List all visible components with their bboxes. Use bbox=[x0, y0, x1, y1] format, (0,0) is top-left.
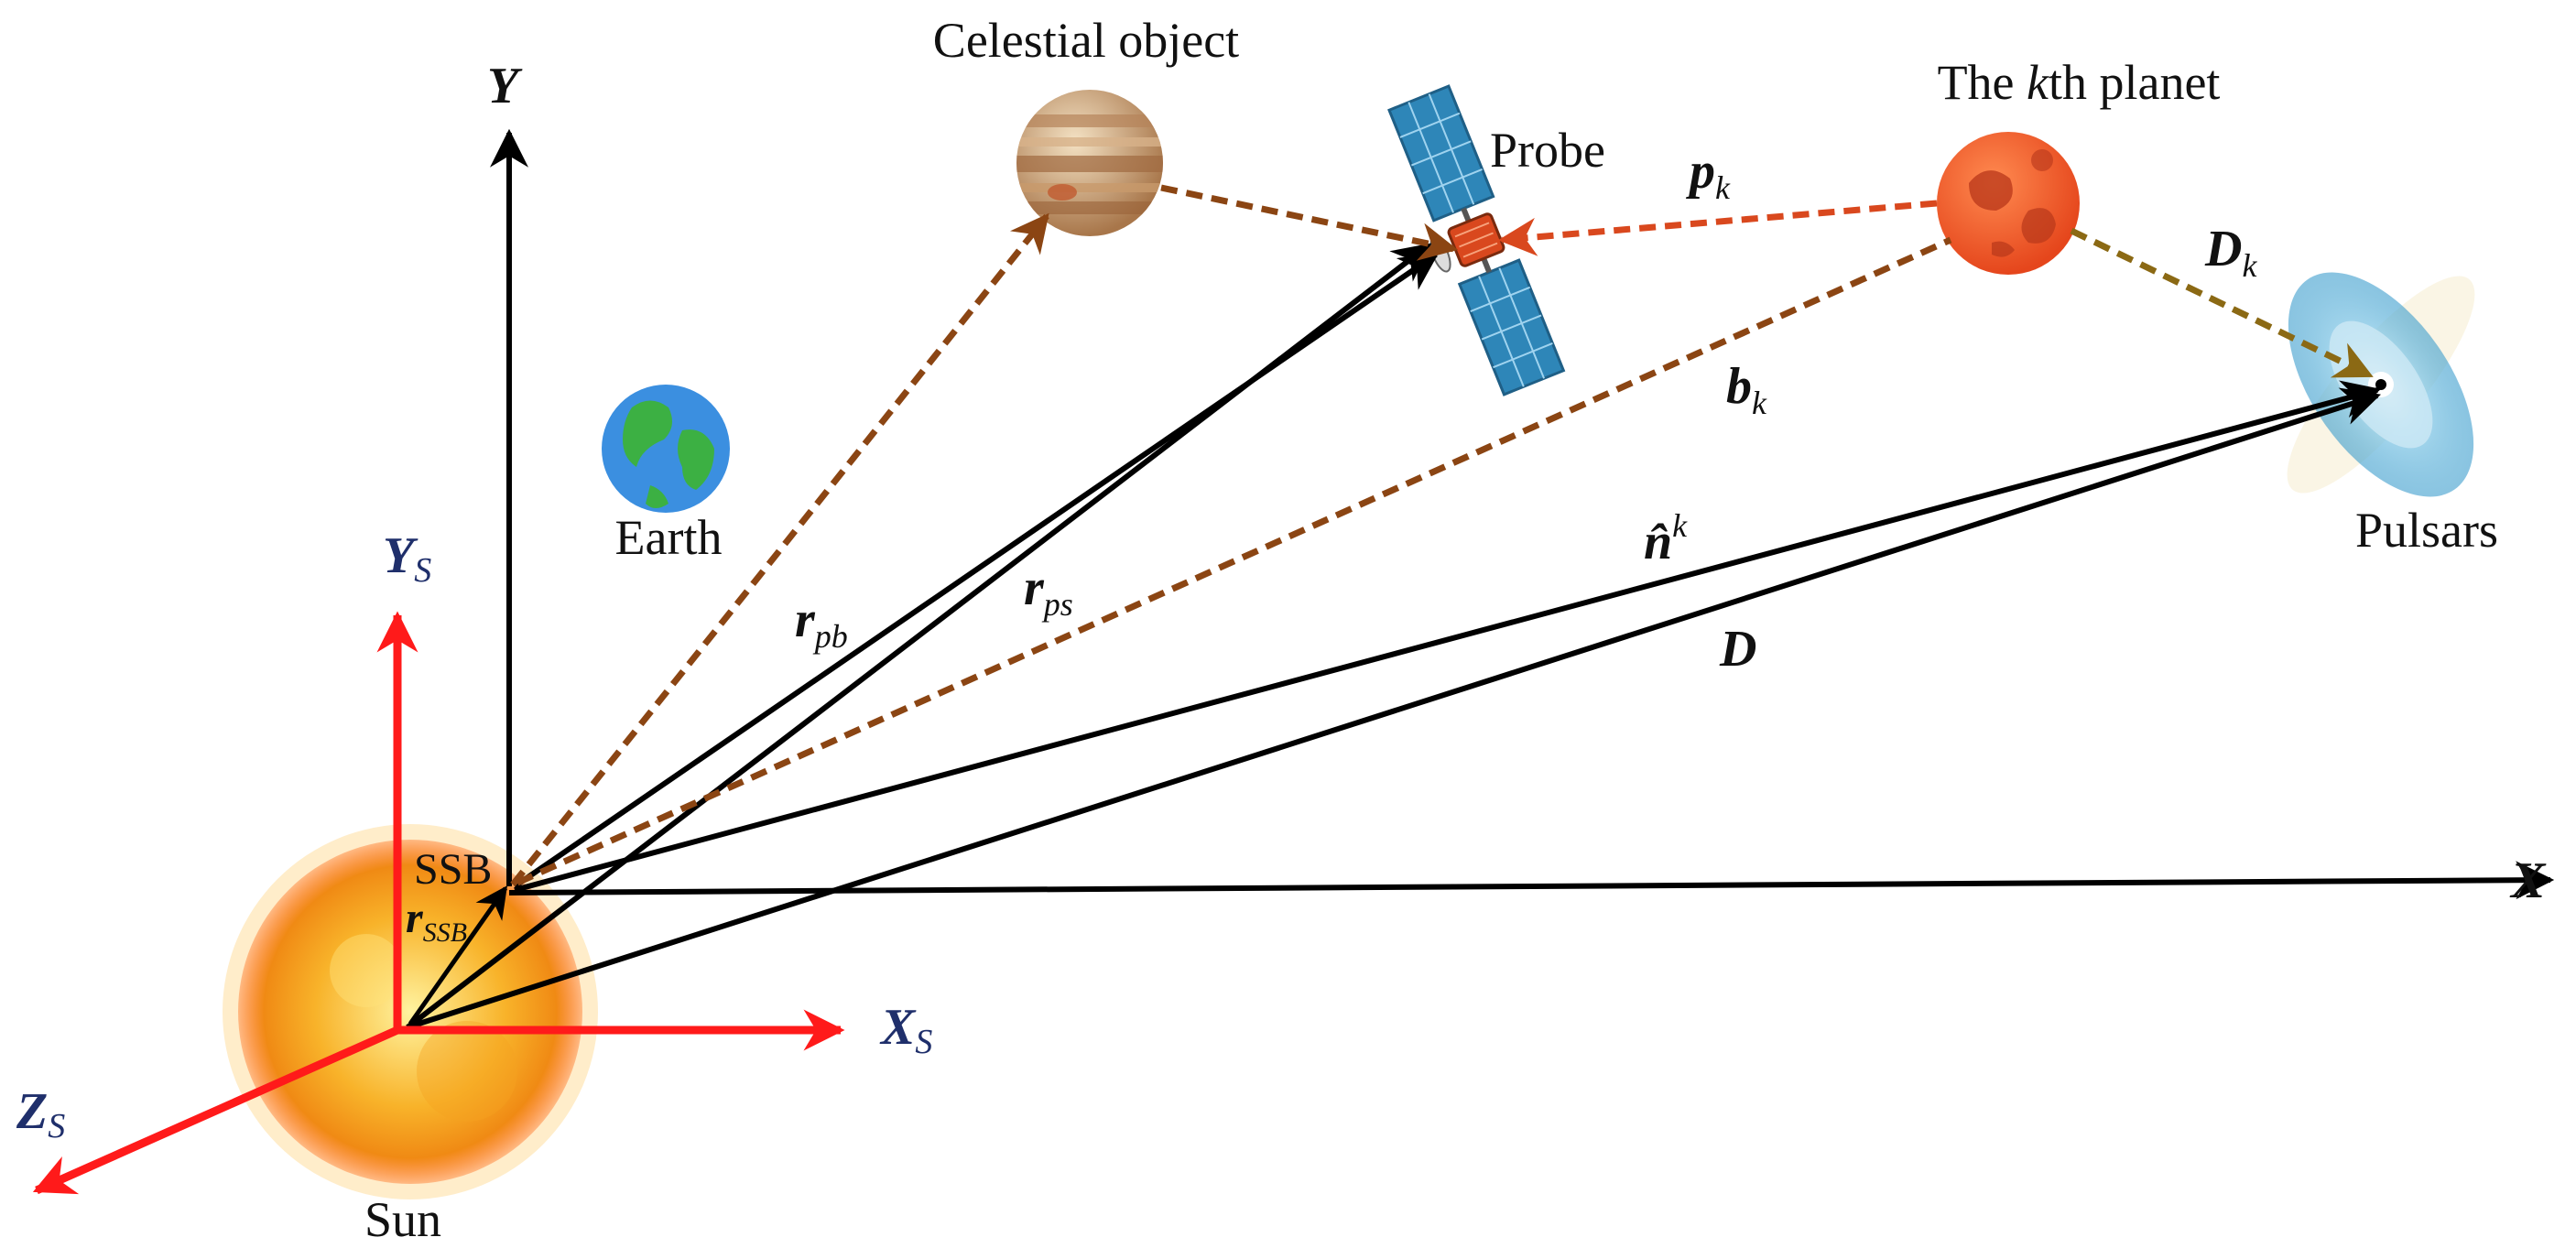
vector-d-k bbox=[2070, 227, 2374, 379]
r-ssb-label: rSSB bbox=[406, 894, 467, 948]
y-axis-label: Y bbox=[487, 58, 523, 114]
celestial-object-image bbox=[1016, 90, 1163, 236]
vector-to-celestial-object bbox=[510, 212, 1049, 887]
ys-axis-label: YS bbox=[383, 527, 431, 590]
p-k-label: pk bbox=[1686, 143, 1731, 206]
zs-axis bbox=[32, 1026, 399, 1195]
vector-n-k bbox=[514, 380, 2382, 893]
vector-celestial-to-probe bbox=[1160, 184, 1459, 261]
r-pb-label: rpb bbox=[795, 592, 848, 655]
vector-p-k bbox=[1497, 200, 1938, 256]
pulsars-label: Pulsars bbox=[2355, 503, 2498, 558]
kth-planet-label: The kth planet bbox=[1938, 55, 2221, 110]
vector-r-pb bbox=[513, 252, 1440, 889]
probe-label: Probe bbox=[1490, 123, 1605, 178]
x-axis bbox=[508, 861, 2555, 900]
earth-label: Earth bbox=[615, 510, 723, 565]
xs-axis-label: XS bbox=[879, 999, 932, 1061]
vector-b-k bbox=[516, 236, 1952, 886]
kth-planet-image bbox=[1937, 132, 2080, 275]
n-k-label: n̂k bbox=[1644, 507, 1688, 570]
sun-label: Sun bbox=[364, 1192, 441, 1247]
x-axis-label: X bbox=[2509, 852, 2547, 909]
zs-axis-label: ZS bbox=[16, 1083, 65, 1145]
probe-image bbox=[1387, 84, 1566, 396]
vector-r-ps bbox=[406, 243, 1432, 1030]
celestial-object-label: Celestial object bbox=[933, 13, 1239, 68]
vector-d bbox=[407, 387, 2381, 1030]
b-k-label: bk bbox=[1726, 358, 1767, 421]
d-k-label: Dk bbox=[2204, 221, 2257, 284]
d-label: D bbox=[1719, 621, 1756, 678]
pulsar-image bbox=[2287, 272, 2475, 497]
vector-r-ssb bbox=[408, 885, 508, 1026]
earth-image bbox=[602, 385, 730, 513]
ssb-label: SSB bbox=[414, 845, 492, 894]
r-ps-label: rps bbox=[1024, 559, 1073, 623]
